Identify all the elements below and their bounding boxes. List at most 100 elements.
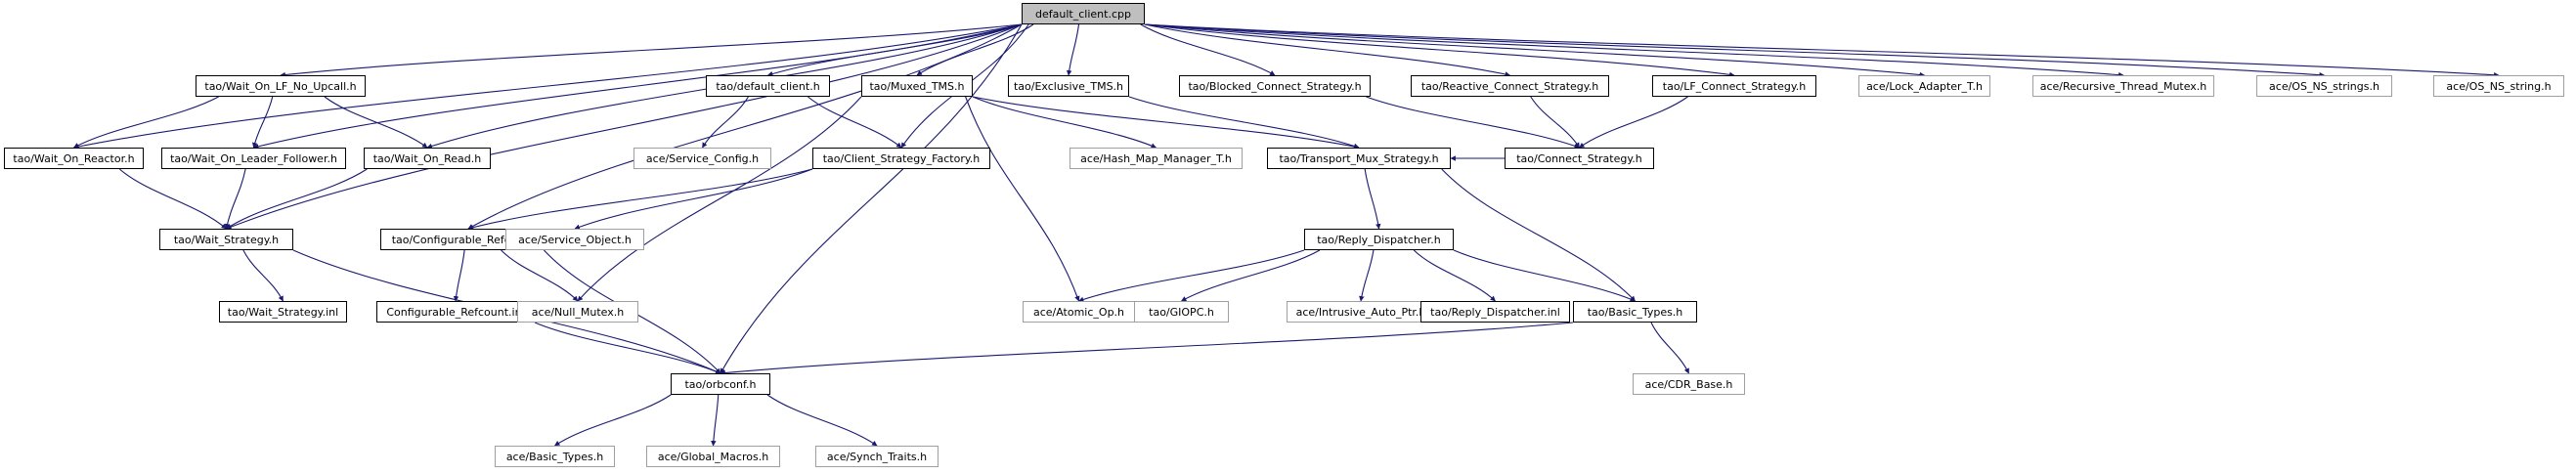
graph-node[interactable]: tao/default_client.h [706, 75, 830, 97]
graph-node-label: tao/Exclusive_TMS.h [1013, 79, 1124, 93]
graph-node-label: tao/Wait_On_Reactor.h [13, 151, 135, 165]
graph-node[interactable]: ace/Intrusive_Auto_Ptr.h [1287, 301, 1435, 323]
graph-edge [1144, 23, 1735, 78]
graph-node-label: tao/Wait_Strategy.h [173, 233, 280, 246]
graph-node-label: tao/Muxed_TMS.h [869, 79, 965, 93]
graph-node[interactable]: ace/CDR_Base.h [1633, 373, 1745, 395]
graph-node-label: tao/Wait_On_Read.h [372, 151, 482, 165]
graph-node-label: Configurable_Refcount.inl [386, 305, 525, 319]
graph-node[interactable]: ace/OS_NS_string.h [2433, 75, 2564, 97]
graph-edge [73, 96, 219, 149]
graph-edge [225, 23, 1023, 230]
graph-node-label: default_client.cpp [1035, 7, 1131, 21]
graph-node[interactable]: tao/Basic_Types.h [1573, 301, 1697, 323]
graph-edge [1364, 168, 1381, 230]
graph-edge [1413, 249, 1496, 302]
graph-edge [534, 322, 721, 374]
graph-edge [1128, 96, 1360, 150]
graph-node[interactable]: tao/GIOPC.h [1134, 301, 1229, 323]
graph-node[interactable]: ace/Hash_Map_Manager_T.h [1070, 148, 1243, 169]
graph-node-label: ace/OS_NS_string.h [2446, 79, 2552, 93]
graph-node-label: tao/Reply_Dispatcher.inl [1430, 305, 1560, 319]
graph-node-label: ace/Synch_Traits.h [826, 450, 928, 463]
graph-node-label: ace/Null_Mutex.h [531, 305, 625, 319]
graph-node-label: tao/Client_Strategy_Factory.h [822, 151, 981, 165]
graph-edge [766, 394, 878, 447]
graph-node-label: tao/Wait_On_LF_No_Upcall.h [204, 79, 357, 93]
graph-node-label: tao/Basic_Types.h [1587, 305, 1683, 319]
graph-edge [1144, 23, 2500, 78]
graph-edge [711, 394, 720, 447]
graph-node[interactable]: tao/Transport_Mux_Strategy.h [1267, 148, 1451, 169]
graph-node-label: tao/Reactive_Connect_Strategy.h [1420, 79, 1599, 93]
graph-node[interactable]: ace/Null_Mutex.h [517, 301, 638, 323]
graph-node[interactable]: ace/Recursive_Thread_Mutex.h [2032, 75, 2214, 97]
graph-node[interactable]: tao/Wait_On_LF_No_Upcall.h [196, 75, 366, 97]
graph-node[interactable]: ace/Basic_Types.h [495, 446, 615, 467]
graph-edge [1181, 249, 1321, 302]
graph-root-node[interactable]: default_client.cpp [1022, 3, 1145, 24]
graph-edge [1144, 23, 2326, 78]
graph-node-label: ace/Global_Macros.h [657, 450, 769, 463]
graph-edge [467, 168, 813, 231]
graph-node[interactable]: ace/OS_NS_strings.h [2256, 75, 2392, 97]
graph-edge [577, 96, 862, 302]
graph-node-label: tao/LF_Connect_Strategy.h [1662, 79, 1807, 93]
graph-edge [972, 96, 1360, 150]
graph-node-label: ace/Service_Object.h [518, 233, 632, 246]
graph-edge [1359, 249, 1375, 302]
graph-node-label: ace/Service_Config.h [645, 151, 760, 165]
graph-node-label: tao/GIOPC.h [1149, 305, 1214, 319]
graph-edge [467, 23, 1023, 230]
graph-node[interactable]: tao/Wait_Strategy.inl [219, 301, 347, 323]
graph-node[interactable]: tao/Client_Strategy_Factory.h [812, 148, 990, 169]
graph-node[interactable]: tao/Reply_Dispatcher.h [1304, 229, 1454, 250]
graph-node-label: ace/CDR_Base.h [1644, 377, 1733, 391]
graph-node[interactable]: ace/Global_Macros.h [646, 446, 780, 467]
graph-node[interactable]: ace/Service_Config.h [633, 148, 771, 169]
graph-node-label: tao/Blocked_Connect_Strategy.h [1188, 79, 1362, 93]
graph-node-label: ace/Hash_Map_Manager_T.h [1080, 151, 1232, 165]
graph-edge [766, 23, 1023, 77]
graph-edge [1441, 168, 1636, 302]
graph-node[interactable]: tao/Reply_Dispatcher.inl [1420, 301, 1570, 323]
graph-node[interactable]: ace/Synch_Traits.h [815, 446, 939, 467]
graph-edge [554, 394, 672, 447]
graph-node-label: tao/default_client.h [716, 79, 820, 93]
graph-edge [916, 23, 1034, 76]
graph-node[interactable]: tao/Connect_Strategy.h [1505, 148, 1654, 169]
graph-edge [1140, 23, 1276, 76]
graph-edge [965, 96, 1080, 302]
graph-edge [720, 322, 1574, 376]
graph-node[interactable]: tao/Blocked_Connect_Strategy.h [1179, 75, 1371, 97]
graph-node-label: tao/Transport_Mux_Strategy.h [1279, 151, 1439, 165]
graph-edge [1066, 23, 1080, 76]
graph-node[interactable]: Configurable_Refcount.inl [376, 301, 535, 323]
graph-edge [702, 96, 749, 149]
graph-node[interactable]: tao/Muxed_TMS.h [861, 75, 973, 97]
graph-node-label: ace/Intrusive_Auto_Ptr.h [1295, 305, 1426, 319]
graph-node-label: tao/Configurable_Refcount.h [391, 233, 546, 246]
graph-node[interactable]: tao/orbconf.h [671, 373, 770, 395]
graph-node[interactable]: tao/Wait_On_Read.h [364, 148, 491, 169]
graph-edge [453, 249, 465, 302]
graph-edge [1530, 96, 1580, 149]
graph-node[interactable]: ace/Service_Object.h [505, 229, 644, 250]
graph-node[interactable]: tao/Exclusive_TMS.h [1008, 75, 1129, 97]
graph-edge [1453, 249, 1637, 302]
graph-node[interactable]: ace/Lock_Adapter_T.h [1858, 75, 1990, 97]
graph-edge [1650, 322, 1689, 374]
graph-edge [808, 96, 902, 149]
graph-node[interactable]: tao/Wait_Strategy.h [159, 229, 293, 250]
graph-node[interactable]: ace/Atomic_Op.h [1023, 301, 1135, 323]
graph-node[interactable]: tao/Reactive_Connect_Strategy.h [1411, 75, 1609, 97]
graph-node[interactable]: tao/Wait_On_Leader_Follower.h [161, 148, 346, 169]
graph-edge [1077, 249, 1305, 302]
graph-edge [118, 168, 227, 230]
graph-node[interactable]: tao/Wait_On_Reactor.h [4, 148, 144, 169]
graph-edge [224, 168, 246, 230]
graph-edge [1579, 96, 1688, 149]
graph-node-label: ace/OS_NS_strings.h [2269, 79, 2380, 93]
graph-node[interactable]: tao/LF_Connect_Strategy.h [1652, 75, 1816, 97]
